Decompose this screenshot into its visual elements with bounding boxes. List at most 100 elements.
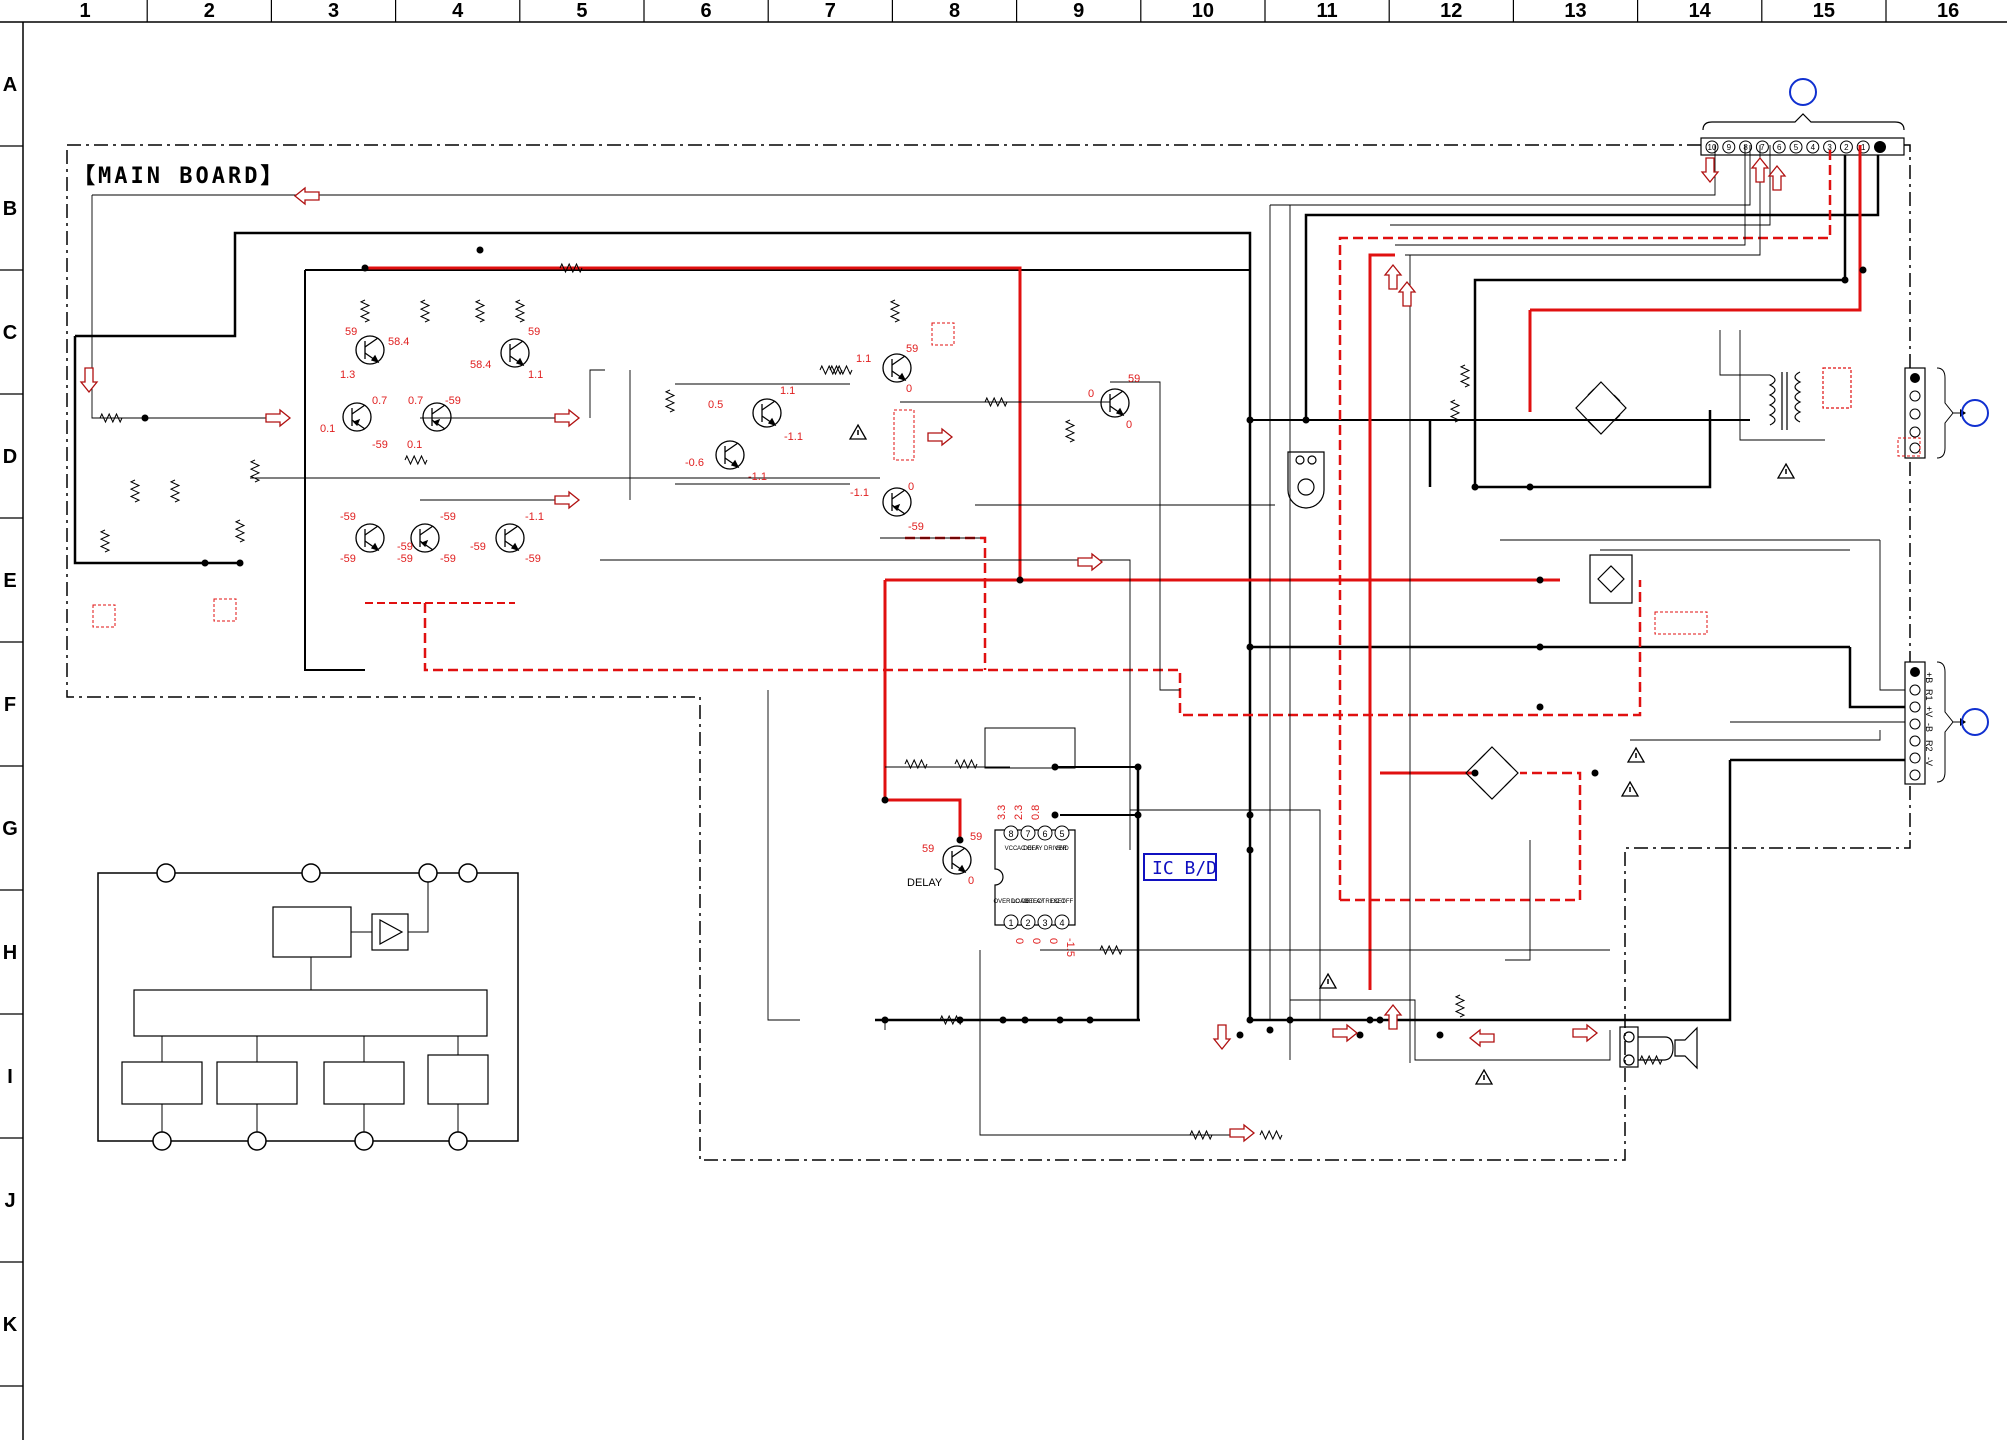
row-label: I [7,1066,13,1088]
connector-pin: 2 [1839,140,1853,154]
flow-arrow [1572,1023,1599,1043]
voltage-label: 1.1 [856,353,871,365]
row-label: F [4,694,16,716]
voltage-label: 0.5 [708,399,723,411]
connector-pin: 4 [1806,140,1820,154]
svg-text:5: 5 [1794,143,1799,152]
voltage-label: -59 [525,553,541,565]
resistor-symbol [1064,419,1076,443]
transistor-symbol [342,402,372,432]
ic-pin-voltage: 3.3 [996,805,1008,820]
ic-pin-voltage: 0.8 [1030,805,1042,820]
signal-flow-arrows [79,156,1787,1143]
column-label: 12 [1440,0,1462,22]
junction-dot [1086,1016,1094,1024]
junction-dot [1526,483,1534,491]
resistor-symbol [984,396,1008,408]
transistor-symbol [882,353,912,383]
voltage-label: 0 [968,875,974,887]
junction-dot [999,1016,1007,1024]
resistor-symbol [1449,399,1461,423]
junction-dot [1536,703,1544,711]
row-label: E [3,570,16,592]
voltage-label: 59 [906,343,918,355]
resistor-symbol [359,299,371,323]
voltage-label: 59 [1128,373,1140,385]
transistor-symbol [1100,388,1130,418]
voltage-label: 0 [1088,388,1094,400]
voltage-label: -59 [440,511,456,523]
transistor-symbol [355,523,385,553]
voltage-label: -0.6 [685,457,704,469]
transistor-symbol [942,845,972,875]
flow-arrow [1383,263,1403,290]
flow-arrow [1212,1024,1232,1051]
junction-dots [141,246,1867,1039]
connector-pin: 9 [1722,140,1736,154]
signal-wires [91,145,1905,1136]
voltage-label: -59 [440,553,456,565]
junction-dot [1302,416,1310,424]
transistor-group [342,335,1130,875]
junction-dot [1134,811,1142,819]
connector-marker-right-bottom [1961,708,1989,736]
main-board-outline [66,144,1911,1161]
resistor-symbol [514,299,526,323]
terminal-label: -B [1924,723,1934,732]
svg-text:AC OFF: AC OFF [1017,846,1039,852]
flow-arrow [554,408,581,428]
junction-dot [1286,1016,1294,1024]
connector-marker-right-top [1961,399,1989,427]
voltage-label: 58.4 [388,336,409,348]
flow-arrow [1468,1028,1495,1048]
column-label: 1 [80,0,91,22]
resistor-symbol [559,262,583,274]
ic-pin: 7AC OFF [1017,825,1039,852]
speaker-output [1619,1026,1698,1070]
flow-arrow [1332,1023,1359,1043]
row-label: D [3,446,17,468]
junction-dot [1591,769,1599,777]
resistor-symbol [819,364,843,376]
connector-marker-top [1789,78,1817,106]
voltage-label: -1.1 [525,511,544,523]
junction-dot [1016,576,1024,584]
voltage-label: 59 [922,843,934,855]
connector-pin: 6 [1772,140,1786,154]
transistor-symbol [422,402,452,432]
junction-dot [1366,1016,1374,1024]
voltage-label: 58.4 [470,359,491,371]
flow-arrow [1750,156,1770,183]
terminal-label: +B [1924,672,1934,683]
voltage-label: 0.1 [407,439,422,451]
voltage-annotations: 5958.41.35958.41.10.70.1-590.70.1-59-59-… [320,326,1140,887]
junction-dot [1471,769,1479,777]
warning-triangle-icon [1776,462,1796,479]
svg-text:1: 1 [1861,143,1866,152]
ic-pin-voltage: -1.5 [1064,938,1076,957]
block-diagram [97,863,519,1151]
warning-triangle-icon [1474,1068,1494,1085]
junction-dot [881,796,889,804]
resistor-symbol [99,412,123,424]
junction-dot [1266,1026,1274,1034]
ic-pin: 2DC DETECT [1011,899,1045,930]
voltage-label: 1.1 [780,385,795,397]
flow-arrow [265,408,292,428]
column-label: 11 [1317,0,1338,22]
column-label: 4 [452,0,464,22]
flow-arrow [79,367,99,394]
terminal-label: R1 [1924,689,1934,701]
junction-dot [1051,811,1059,819]
junction-dot [1246,811,1254,819]
power-terminal-strip: +BR1+V-BR2-V [1904,661,1989,785]
voltage-label: 0.7 [372,395,387,407]
junction-dot [1236,1031,1244,1039]
voltage-label: -59 [397,553,413,565]
flow-arrow [1767,164,1787,191]
column-label: 14 [1689,0,1712,22]
column-label: 2 [204,0,215,22]
ic-pin-voltage: 2.3 [1013,805,1025,820]
